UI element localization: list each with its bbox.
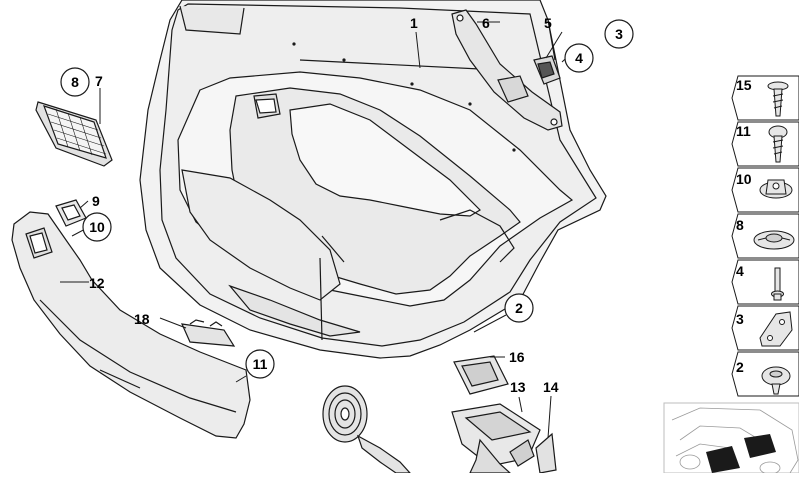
side-label-10: 10 [736, 171, 752, 187]
side-label-3: 3 [736, 311, 744, 327]
highlighted-rear-door-left [706, 446, 740, 473]
circled-callouts: 3 4 8 10 2 11 [60, 19, 634, 379]
side-item-8: 8 [731, 213, 799, 259]
screw-pan-head-icon [767, 81, 789, 117]
bracket-14 [509, 432, 557, 474]
callout-11: 11 [253, 356, 268, 372]
callout-5: 5 [544, 15, 552, 31]
side-item-3: 3 [731, 305, 799, 351]
side-label-8: 8 [736, 217, 744, 233]
callout-10-circle: 10 [82, 212, 112, 242]
callout-labels: 1 6 5 7 9 12 18 16 13 14 [89, 15, 559, 395]
side-item-4: 4 [731, 259, 799, 305]
insert-cover-9 [55, 199, 87, 227]
callout-10: 10 [89, 219, 105, 235]
callout-3: 3 [615, 26, 623, 42]
callout-7: 7 [95, 73, 103, 89]
callout-4-circle: 4 [564, 43, 594, 73]
fastener-side-panel: 15 11 10 [731, 75, 799, 397]
vehicle-location-thumbnail [663, 402, 799, 475]
armrest-trim [11, 211, 251, 439]
callout-4: 4 [575, 50, 583, 66]
sealing-tape-roll [322, 385, 412, 474]
door-pull-handle [451, 9, 563, 131]
callout-9: 9 [92, 193, 100, 209]
storage-bin-13 [451, 403, 541, 474]
switch-cover-18 [181, 319, 236, 347]
tray-insert-16 [453, 355, 509, 395]
callout-6: 6 [482, 15, 490, 31]
door-trim-panel [139, 0, 607, 359]
side-item-15: 15 [731, 75, 799, 121]
callout-8: 8 [71, 74, 79, 90]
side-item-11: 11 [731, 121, 799, 167]
highlighted-rear-door-right [744, 434, 776, 458]
callout-11-circle: 11 [245, 349, 275, 379]
callout-8-circle: 8 [60, 67, 90, 97]
side-item-2: 2 [731, 351, 799, 397]
callout-2-circle: 2 [504, 293, 534, 323]
callout-13: 13 [510, 379, 526, 395]
side-label-15: 15 [736, 77, 752, 93]
side-label-4: 4 [736, 263, 744, 279]
side-item-10: 10 [731, 167, 799, 213]
speaker-grille [35, 101, 113, 167]
pin-plug-icon [771, 267, 784, 301]
nut-clip-icon [759, 179, 793, 199]
screw-oval-head-icon [768, 125, 788, 163]
bracket-icon [759, 311, 793, 347]
callout-3-circle: 3 [604, 19, 634, 49]
side-label-2: 2 [736, 359, 744, 375]
callout-1: 1 [410, 15, 418, 31]
callout-2: 2 [515, 300, 523, 316]
push-clip-icon [761, 366, 791, 395]
callout-14: 14 [543, 379, 559, 395]
expanding-rivet-icon [753, 230, 795, 250]
side-label-11: 11 [736, 123, 751, 139]
callout-12: 12 [89, 275, 105, 291]
callout-16: 16 [509, 349, 525, 365]
callout-18: 18 [134, 311, 150, 327]
